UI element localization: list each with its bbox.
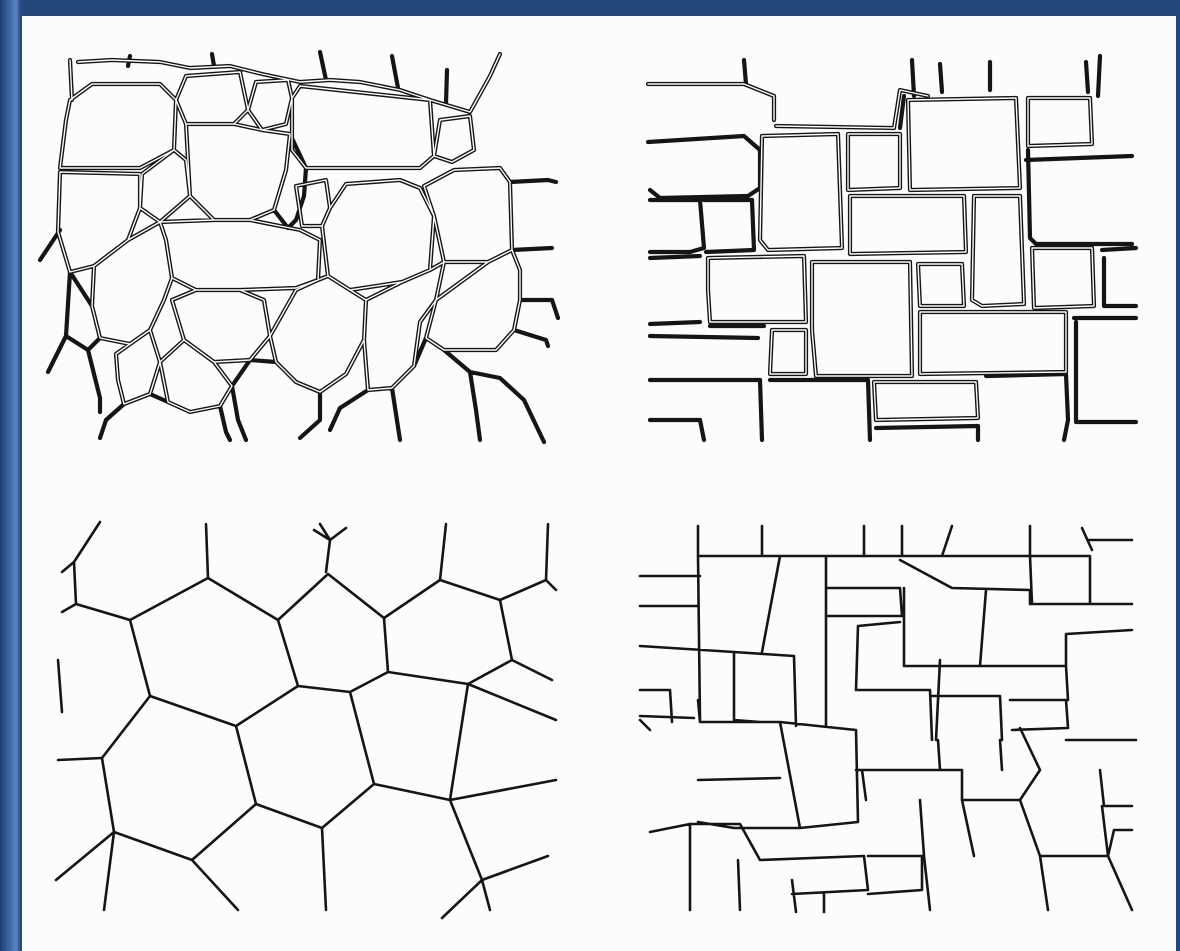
rectangular-slabs-lines [640,526,1136,912]
panel-coursed-blocks [648,56,1136,440]
panel-rectangular-slabs [640,526,1136,912]
panel-hexagonal-cells [56,522,556,918]
panel-irregular-stones [40,52,558,442]
hexagonal-cells-lines [56,522,556,918]
